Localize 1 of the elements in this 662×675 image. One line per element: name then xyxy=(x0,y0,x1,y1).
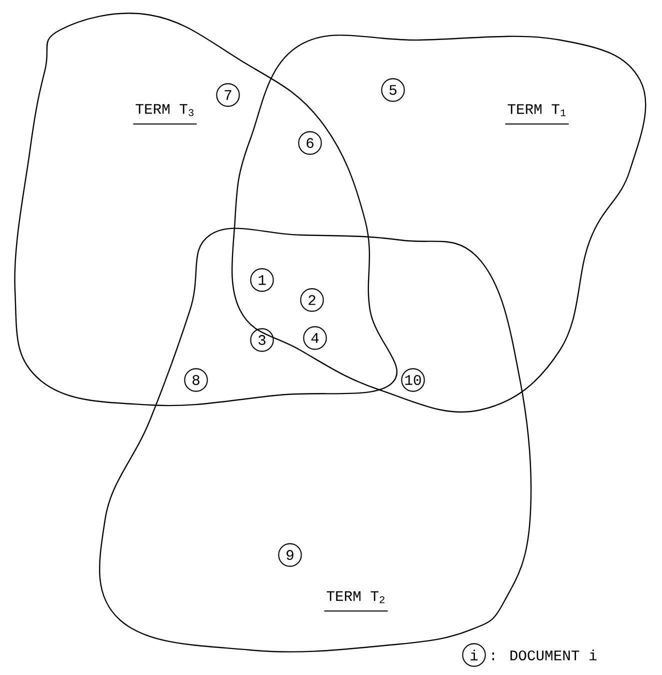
legend-text: : DOCUMENT i xyxy=(492,650,597,660)
